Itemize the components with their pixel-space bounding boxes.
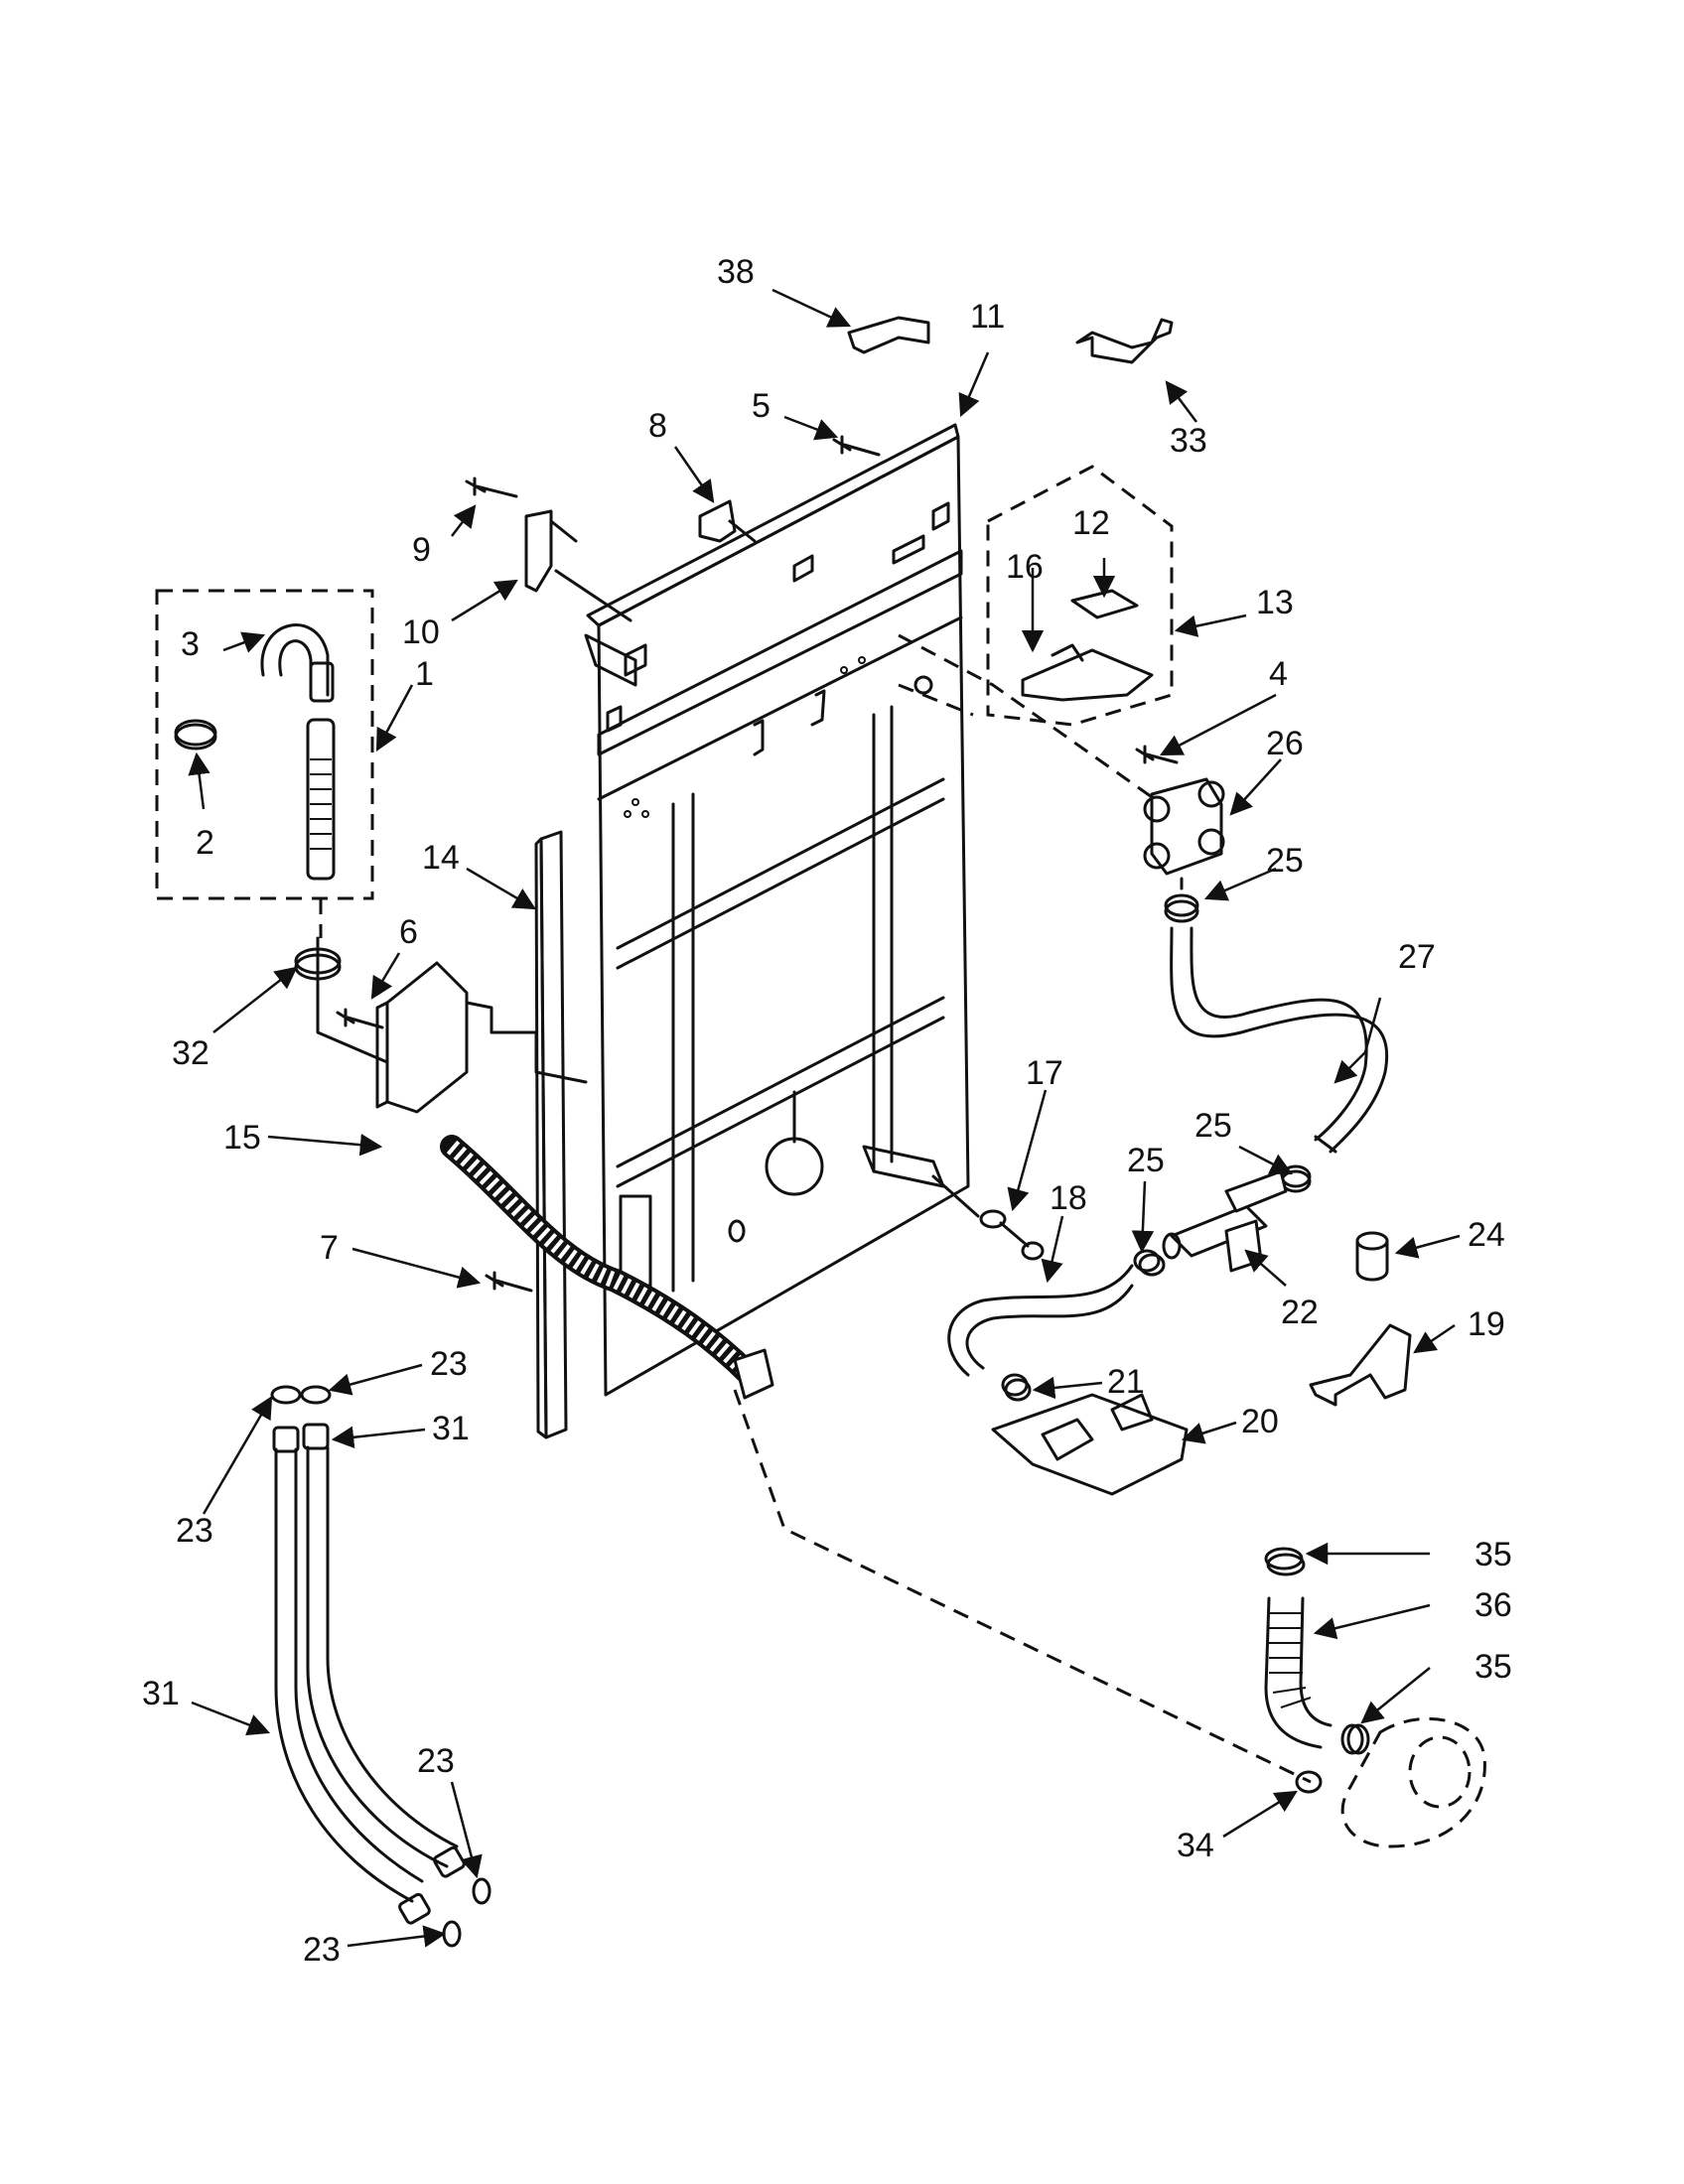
callout-31: 31 xyxy=(142,1675,180,1712)
callout-1: 1 xyxy=(415,655,434,693)
callout-22: 22 xyxy=(1281,1294,1319,1331)
bracket-19 xyxy=(1309,1323,1412,1407)
control-box-13 xyxy=(986,465,1174,727)
callout-23: 23 xyxy=(430,1345,468,1383)
callout-10: 10 xyxy=(402,614,440,651)
drain-hose xyxy=(316,936,774,1400)
callout-34: 34 xyxy=(1177,1827,1214,1864)
callout-11: 11 xyxy=(970,298,1005,336)
callout-16: 16 xyxy=(1006,548,1044,586)
clip-8 xyxy=(698,499,737,543)
callout-25: 25 xyxy=(1127,1142,1165,1179)
callout-23: 23 xyxy=(303,1931,341,1969)
callout-32: 32 xyxy=(172,1034,210,1072)
fill-hose-27 xyxy=(1164,893,1389,1154)
drain-hose-36 xyxy=(1264,1547,1370,1755)
callout-3: 3 xyxy=(181,625,200,663)
callout-20: 20 xyxy=(1241,1403,1279,1440)
rear-panel xyxy=(586,423,970,1397)
callout-13: 13 xyxy=(1256,584,1294,621)
bracket-10 xyxy=(524,509,637,687)
callout-24: 24 xyxy=(1468,1216,1505,1254)
callout-33: 33 xyxy=(1170,422,1207,460)
callout-labels: 38 11 33 5 8 9 12 16 13 3 10 1 4 26 2 14… xyxy=(142,253,1512,1969)
callout-23: 23 xyxy=(176,1512,213,1550)
leader-lines xyxy=(188,288,1461,1948)
callout-2: 2 xyxy=(196,824,214,862)
callout-26: 26 xyxy=(1266,725,1304,762)
callout-6: 6 xyxy=(399,913,418,951)
inlet-hoses xyxy=(270,1385,491,1948)
bracket-38 xyxy=(847,316,930,354)
part-24 xyxy=(1355,1239,1389,1282)
callout-17: 17 xyxy=(1026,1054,1063,1092)
side-strip xyxy=(534,830,568,1439)
callout-36: 36 xyxy=(1474,1586,1512,1624)
hose-assembly-group xyxy=(155,589,374,900)
hose-18 xyxy=(947,1264,1134,1402)
callout-5: 5 xyxy=(752,387,771,425)
callout-8: 8 xyxy=(648,407,667,445)
callout-27: 27 xyxy=(1398,938,1436,976)
callout-21: 21 xyxy=(1107,1363,1145,1401)
bracket-33 xyxy=(1075,318,1174,364)
callout-4: 4 xyxy=(1269,655,1288,693)
callout-35: 35 xyxy=(1474,1536,1512,1573)
pump-outline xyxy=(1340,1716,1486,1848)
callout-12: 12 xyxy=(1072,504,1110,542)
callout-35: 35 xyxy=(1474,1648,1512,1686)
water-valve xyxy=(1143,777,1225,890)
callout-25: 25 xyxy=(1266,842,1304,880)
part-17 xyxy=(931,1174,1045,1261)
tee-22 xyxy=(1162,1164,1312,1273)
callout-19: 19 xyxy=(1468,1305,1505,1343)
callout-23: 23 xyxy=(417,1742,455,1780)
air-dome-20 xyxy=(991,1393,1189,1496)
callout-14: 14 xyxy=(422,839,460,877)
screws xyxy=(336,435,1179,1293)
callout-7: 7 xyxy=(320,1229,339,1267)
callout-25: 25 xyxy=(1194,1107,1232,1145)
callout-9: 9 xyxy=(412,531,431,569)
callout-38: 38 xyxy=(717,253,755,291)
callout-15: 15 xyxy=(223,1119,261,1157)
callout-18: 18 xyxy=(1050,1179,1087,1217)
callout-31: 31 xyxy=(432,1410,470,1447)
